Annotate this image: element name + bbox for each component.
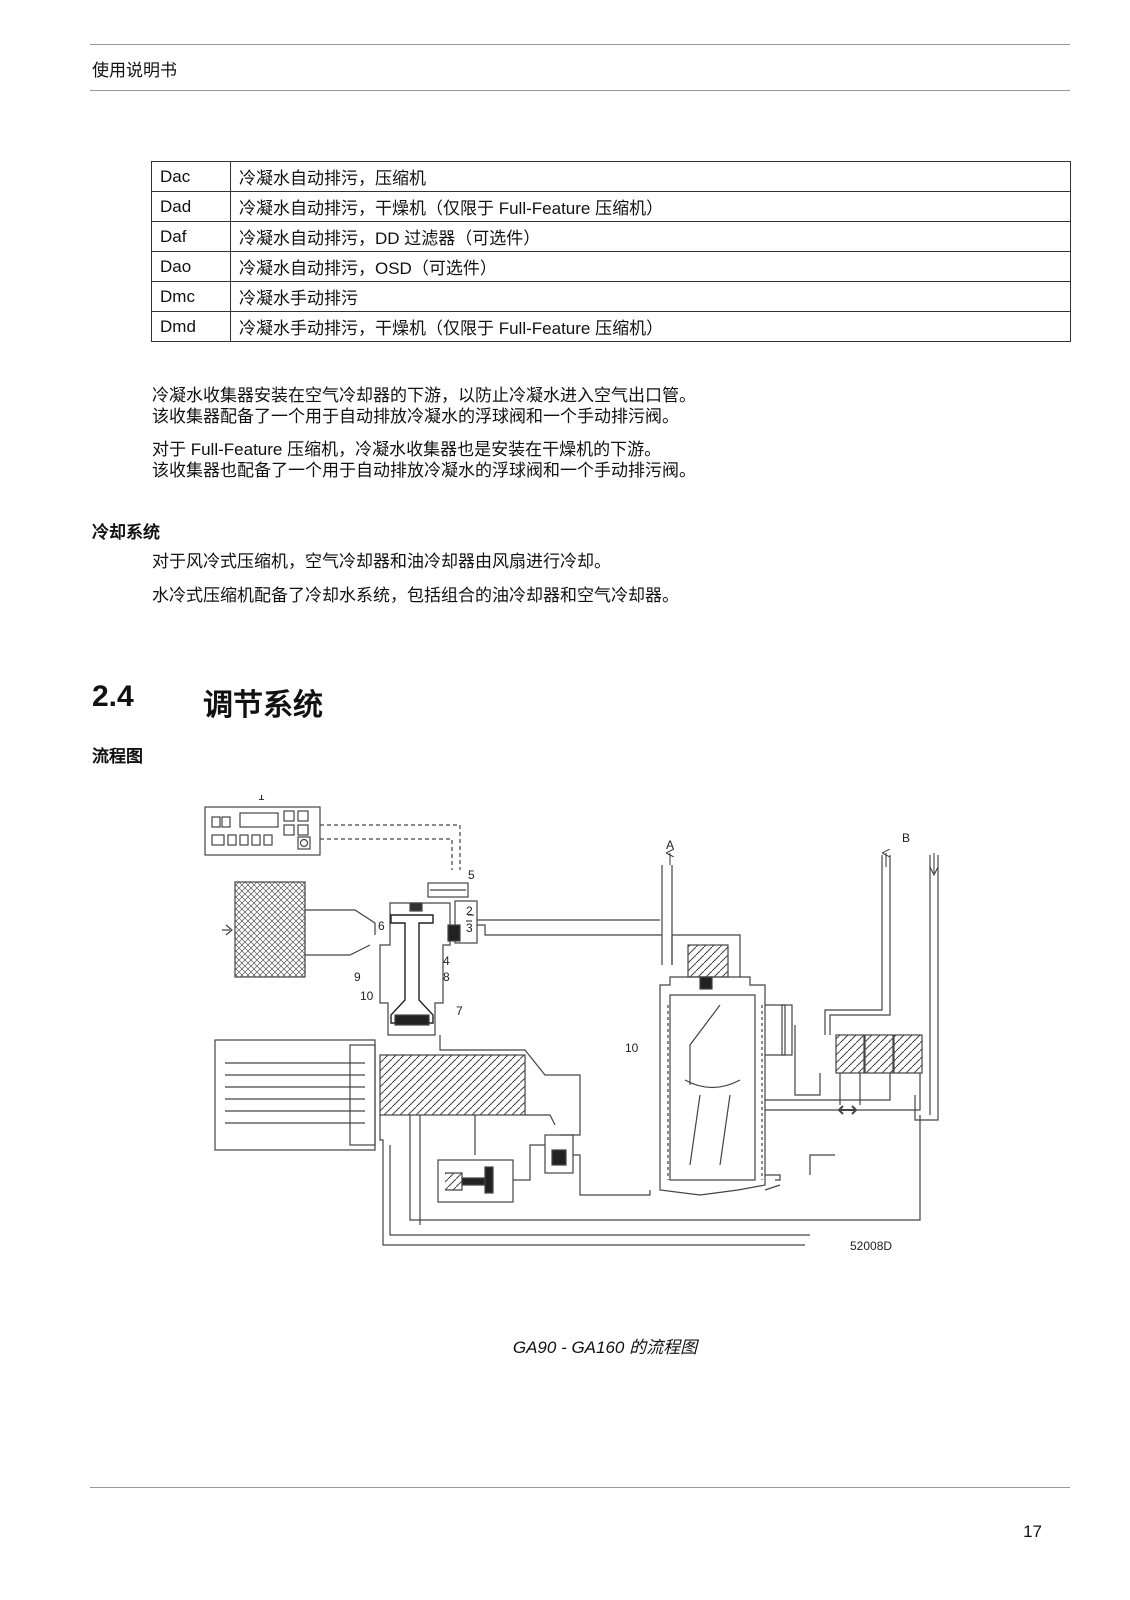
paragraph-line: 对于 Full-Feature 压缩机，冷凝水收集器也是安装在干燥机的下游。	[152, 440, 662, 459]
label-A: A	[666, 838, 674, 852]
controller-unit	[204, 806, 321, 856]
air-filter	[234, 881, 306, 978]
label-3: 3	[466, 921, 473, 935]
section-number: 2.4	[92, 680, 134, 713]
paragraph-line: 冷凝水收集器安装在空气冷却器的下游，以防止冷凝水进入空气出口管。	[152, 386, 696, 405]
flow-diagram-heading: 流程图	[92, 747, 143, 766]
header-bottom-rule	[90, 90, 1070, 91]
description-cell: 冷凝水自动排污，OSD（可选件）	[230, 251, 1071, 282]
paragraph-full-feature: 对于 Full-Feature 压缩机，冷凝水收集器也是安装在干燥机的下游。 该…	[152, 439, 696, 481]
label-9: 9	[354, 970, 361, 984]
cooling-water-line: 水冷式压缩机配备了冷却水系统，包括组合的油冷却器和空气冷却器。	[152, 586, 679, 605]
label-10-inlet: 10	[360, 989, 374, 1003]
description-cell: 冷凝水手动排污	[230, 281, 1071, 312]
label-7: 7	[456, 1004, 463, 1018]
label-4: 4	[443, 954, 450, 968]
code-cell: Dmd	[151, 311, 231, 342]
regulating-system-flow-diagram: 1 2 3 4 5 6 7 8 9 10 10 A B 52008D	[204, 795, 939, 1253]
document-header-title: 使用说明书	[92, 61, 177, 80]
label-8: 8	[443, 970, 450, 984]
regulating-piston-valve	[437, 1159, 514, 1203]
code-cell: Dao	[151, 251, 231, 282]
description-cell: 冷凝水自动排污，干燥机（仅限于 Full-Feature 压缩机）	[230, 191, 1071, 222]
compressor-element	[379, 1054, 526, 1116]
figure-caption: GA90 - GA160 的流程图	[512, 1338, 698, 1357]
label-5: 5	[468, 868, 475, 882]
paragraph-line: 该收集器配备了一个用于自动排放冷凝水的浮球阀和一个手动排污阀。	[152, 407, 679, 426]
oil-separator-vessel	[659, 944, 766, 1196]
label-2: 2	[466, 904, 473, 918]
paragraph-condensate-collector: 冷凝水收集器安装在空气冷却器的下游，以防止冷凝水进入空气出口管。 该收集器配备了…	[152, 385, 696, 427]
cooling-system-heading: 冷却系统	[92, 523, 160, 542]
page-number: 17	[1023, 1522, 1042, 1541]
label-B: B	[902, 831, 910, 845]
motor	[214, 1039, 376, 1151]
solenoid-valve	[427, 882, 469, 898]
label-1: 1	[258, 795, 265, 803]
cooling-air-line: 对于风冷式压缩机，空气冷却器和油冷却器由风扇进行冷却。	[152, 552, 611, 571]
code-cell: Daf	[151, 221, 231, 252]
description-cell: 冷凝水自动排污，DD 过滤器（可选件）	[230, 221, 1071, 252]
section-title: 调节系统	[203, 689, 323, 722]
paragraph-line: 该收集器也配备了一个用于自动排放冷凝水的浮球阀和一个手动排污阀。	[152, 461, 696, 480]
header-top-rule	[90, 44, 1070, 45]
label-6: 6	[378, 919, 385, 933]
drawing-reference: 52008D	[850, 1239, 892, 1253]
description-cell: 冷凝水手动排污，干燥机（仅限于 Full-Feature 压缩机）	[230, 311, 1071, 342]
code-cell: Dad	[151, 191, 231, 222]
description-cell: 冷凝水自动排污，压缩机	[230, 161, 1071, 192]
footer-rule	[90, 1487, 1070, 1488]
solenoid-valve-bank	[835, 1034, 923, 1074]
code-cell: Dmc	[151, 281, 231, 312]
code-cell: Dac	[151, 161, 231, 192]
label-10-vessel: 10	[625, 1041, 639, 1055]
